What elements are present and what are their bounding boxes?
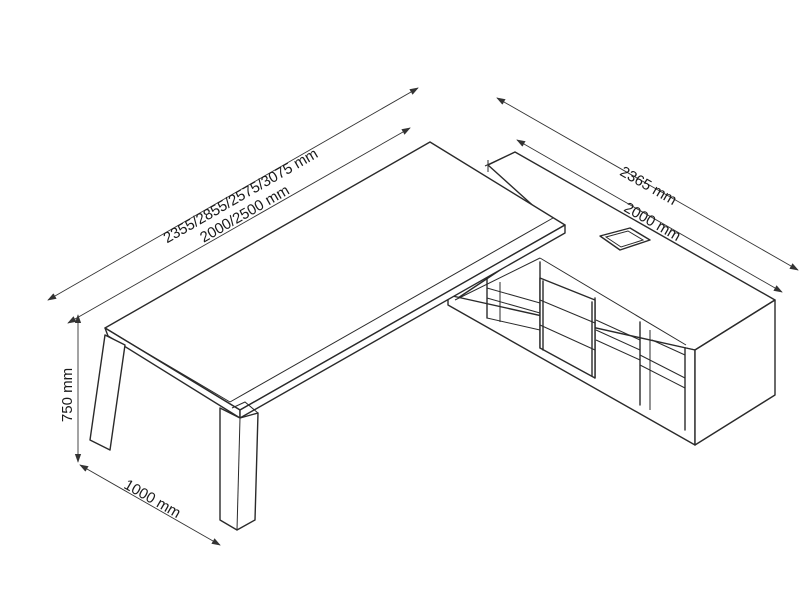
- height-label: 750 mm: [59, 368, 76, 422]
- dimension-height: 750 mm: [59, 314, 82, 463]
- credenza-drawers: [539, 277, 596, 379]
- depth-label: 1000 mm: [121, 476, 184, 522]
- desk-leg-left: [89, 334, 126, 451]
- credenza-side: [694, 299, 776, 446]
- desk-leg-edge: [236, 417, 241, 531]
- credenza-overall-label: 2365 mm: [617, 163, 680, 209]
- desk-leg-top: [231, 401, 259, 414]
- desk: [89, 141, 566, 531]
- dimension-depth: 1000 mm: [79, 464, 221, 546]
- drawer-stack: [539, 277, 596, 379]
